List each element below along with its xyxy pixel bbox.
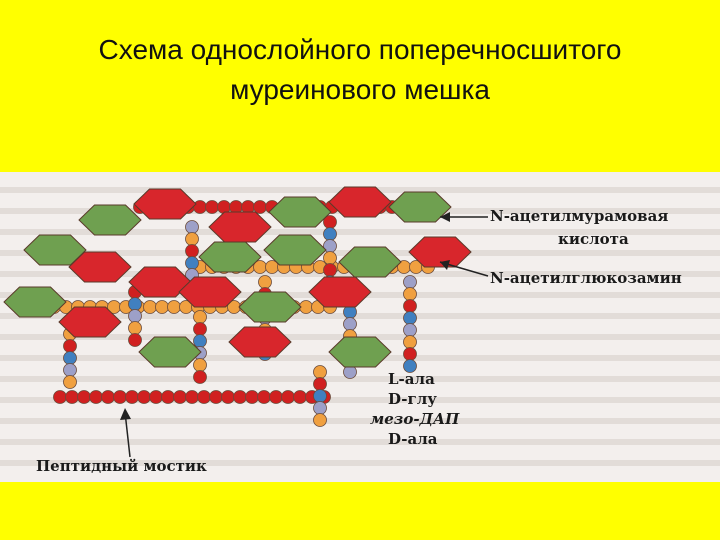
n-acetylglucosamine-hexagon	[328, 336, 392, 368]
amino-acid-bead	[313, 377, 327, 391]
amino-acid-bead	[63, 339, 77, 353]
n-acetylmuramic-acid-hexagon	[133, 188, 197, 220]
n-acetylmuramic-acid-hexagon	[328, 186, 392, 218]
n-acetylmuramic-acid-hexagon	[308, 276, 372, 308]
amino-acid-bead	[125, 390, 139, 404]
n-acetylglucosamine-hexagon	[198, 241, 262, 273]
amino-acid-bead	[89, 390, 103, 404]
arrowhead-nam	[440, 212, 450, 222]
amino-acid-bead	[193, 200, 207, 214]
amino-acid-bead	[149, 390, 163, 404]
amino-acid-bead	[281, 390, 295, 404]
amino-acid-bead	[143, 300, 157, 314]
label-n-acetylmuramic-line2: кислота	[558, 230, 629, 248]
amino-acid-bead	[128, 309, 142, 323]
amino-acid-bead	[185, 256, 199, 270]
amino-acid-bead	[65, 390, 79, 404]
amino-acid-bead	[403, 287, 417, 301]
amino-acid-bead	[323, 227, 337, 241]
amino-acid-bead	[185, 390, 199, 404]
legend-d-ala: D-ала	[388, 430, 438, 448]
amino-acid-bead	[323, 251, 337, 265]
n-acetylglucosamine-hexagon	[3, 286, 67, 318]
amino-acid-bead	[193, 322, 207, 336]
title-line-2: муреинового мешка	[230, 74, 490, 105]
amino-acid-bead	[63, 375, 77, 389]
amino-acid-bead	[173, 390, 187, 404]
amino-acid-bead	[403, 311, 417, 325]
amino-acid-bead	[161, 390, 175, 404]
amino-acid-bead	[293, 390, 307, 404]
amino-acid-bead	[128, 333, 142, 347]
amino-acid-bead	[205, 200, 219, 214]
amino-acid-bead	[185, 244, 199, 258]
amino-acid-bead	[403, 347, 417, 361]
amino-acid-bead	[197, 390, 211, 404]
label-peptide-bridge: Пептидный мостик	[36, 457, 207, 475]
amino-acid-bead	[155, 300, 169, 314]
n-acetylglucosamine-hexagon	[78, 204, 142, 236]
n-acetylmuramic-acid-hexagon	[228, 326, 292, 358]
n-acetylmuramic-acid-hexagon	[208, 211, 272, 243]
amino-acid-bead	[113, 390, 127, 404]
amino-acid-bead	[257, 390, 271, 404]
mureine-sacculus-figure: N-ацетилмурамовая кислота N-ацетилглюкоз…	[0, 172, 720, 482]
amino-acid-bead	[193, 358, 207, 372]
amino-acid-bead	[77, 390, 91, 404]
amino-acid-bead	[128, 297, 142, 311]
amino-acid-bead	[53, 390, 67, 404]
amino-acid-bead	[128, 321, 142, 335]
amino-acid-bead	[193, 310, 207, 324]
arrowhead-bridge	[120, 408, 131, 420]
n-acetylmuramic-acid-hexagon	[68, 251, 132, 283]
amino-acid-bead	[185, 220, 199, 234]
n-acetylmuramic-acid-hexagon	[408, 236, 472, 268]
amino-acid-bead	[245, 390, 259, 404]
amino-acid-bead	[193, 334, 207, 348]
legend-l-ala: L-ала	[388, 370, 435, 388]
n-acetylglucosamine-hexagon	[388, 191, 452, 223]
amino-acid-bead	[403, 275, 417, 289]
n-acetylmuramic-acid-hexagon	[58, 306, 122, 338]
amino-acid-bead	[403, 323, 417, 337]
title-line-1: Схема однослойного поперечносшитого	[98, 34, 622, 65]
label-n-acetylmuramic: N-ацетилмурамовая	[490, 207, 669, 225]
amino-acid-bead	[101, 390, 115, 404]
slide-title: Схема однослойного поперечносшитого муре…	[0, 30, 720, 110]
amino-acid-bead	[343, 317, 357, 331]
amino-acid-bead	[193, 370, 207, 384]
mureine-diagram	[0, 186, 720, 466]
n-acetylglucosamine-hexagon	[268, 196, 332, 228]
amino-acid-bead	[313, 389, 327, 403]
amino-acid-bead	[63, 363, 77, 377]
amino-acid-bead	[167, 300, 181, 314]
amino-acid-bead	[137, 390, 151, 404]
n-acetylglucosamine-hexagon	[263, 234, 327, 266]
amino-acid-bead	[403, 335, 417, 349]
amino-acid-bead	[323, 263, 337, 277]
label-n-acetylglucosamine: N-ацетилглюкозамин	[490, 269, 682, 287]
amino-acid-bead	[185, 232, 199, 246]
amino-acid-bead	[313, 401, 327, 415]
amino-acid-bead	[313, 365, 327, 379]
amino-acid-bead	[221, 390, 235, 404]
amino-acid-bead	[403, 359, 417, 373]
amino-acid-bead	[269, 390, 283, 404]
amino-acid-bead	[63, 351, 77, 365]
legend-d-glu: D-глу	[388, 390, 437, 408]
n-acetylglucosamine-hexagon	[238, 291, 302, 323]
amino-acid-bead	[233, 390, 247, 404]
n-acetylglucosamine-hexagon	[23, 234, 87, 266]
amino-acid-bead	[209, 390, 223, 404]
amino-acid-bead	[313, 413, 327, 427]
amino-acid-bead	[258, 275, 272, 289]
amino-acid-bead	[403, 299, 417, 313]
n-acetylmuramic-acid-hexagon	[178, 276, 242, 308]
arrow-bridge	[124, 411, 131, 458]
legend-meso-dap: мезо-ДАП	[370, 410, 460, 428]
arrowhead-nag	[440, 260, 450, 270]
n-acetylglucosamine-hexagon	[138, 336, 202, 368]
